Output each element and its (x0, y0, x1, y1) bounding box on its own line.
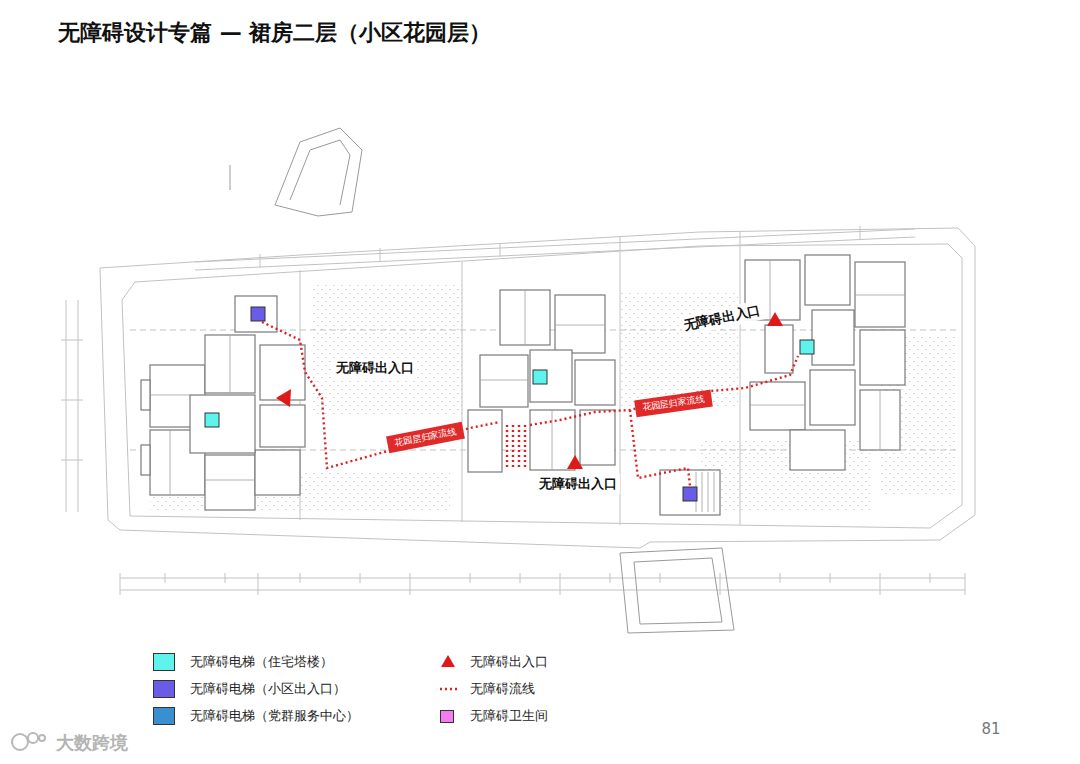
watermark: 大数跨境 (56, 731, 128, 755)
legend-swatch (153, 653, 175, 671)
elevator (205, 307, 814, 501)
legend-line (440, 679, 460, 699)
accessible-route (262, 322, 798, 486)
legend-text: 无障碍电梯（党群服务中心） (190, 707, 359, 725)
entrance-label: 无障碍出入口 (333, 358, 417, 378)
legend-text: 无障碍卫生间 (470, 707, 548, 725)
page-number: 81 (981, 720, 1000, 738)
interior-walls (150, 260, 905, 512)
legend-text: 无障碍流线 (470, 680, 535, 698)
tag-text: 花园层归家流线 (393, 425, 457, 450)
legend-triangle (440, 652, 460, 672)
legend-text: 无障碍出入口 (470, 653, 548, 671)
residential-tower (141, 255, 905, 515)
legend-text: 无障碍电梯（小区出入口） (190, 680, 346, 698)
legend-swatch (153, 707, 175, 725)
watermark-logo (12, 733, 45, 750)
route-tag: 花园层归家流线 (386, 421, 465, 452)
page-title: 无障碍设计专篇 — 裙房二层（小区花园层） (58, 18, 491, 48)
legend-swatch (440, 710, 454, 723)
outer-fragment (230, 128, 734, 633)
entrance-marker (276, 312, 783, 469)
site-outline (61, 226, 975, 595)
entrance-label: 无障碍出入口 (536, 474, 620, 494)
landscape-texture (150, 282, 955, 512)
legend-text: 无障碍电梯（住宅塔楼） (190, 653, 333, 671)
legend-swatch (153, 680, 175, 698)
